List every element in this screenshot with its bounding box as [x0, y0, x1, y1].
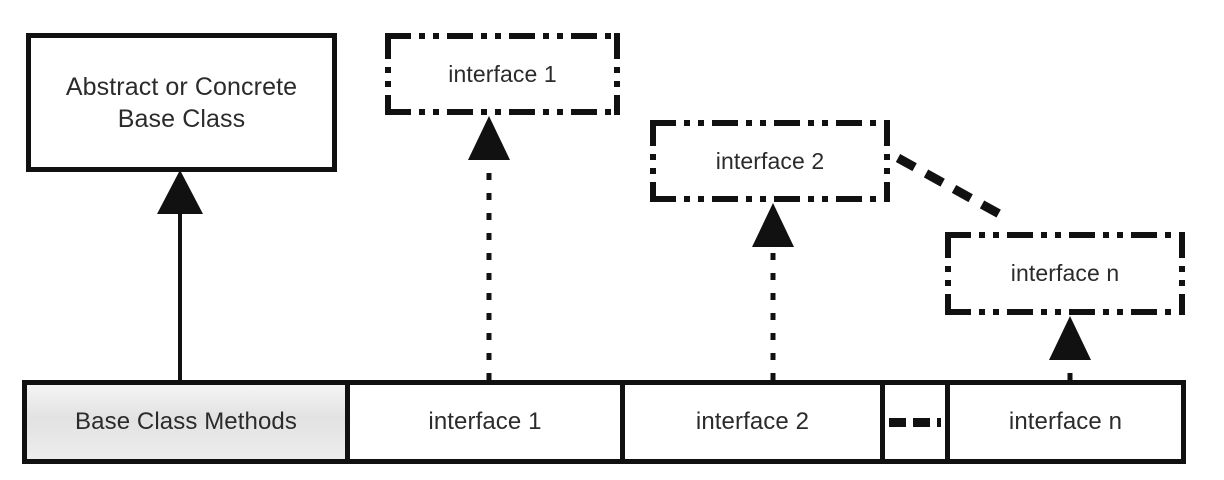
realization-arrow-interface-n — [1049, 316, 1091, 380]
ellipsis-dashes-icon — [889, 417, 941, 427]
impl-cell-interface-n[interactable]: interface n — [950, 385, 1181, 459]
interface-n-label: interface n — [1010, 260, 1120, 286]
base-class-label: Abstract or Concrete Base Class — [66, 71, 297, 135]
dash-dot-border-right — [1179, 232, 1185, 315]
impl-cell-label: Base Class Methods — [75, 408, 297, 435]
dash-dot-border-bottom — [385, 109, 620, 115]
dash-dot-border-top — [650, 120, 890, 126]
base-class-box[interactable]: Abstract or Concrete Base Class — [26, 33, 337, 172]
dash-dot-border-top — [945, 232, 1185, 238]
realization-arrow-interface-2 — [752, 203, 794, 380]
base-class-line-2: Base Class — [117, 104, 246, 133]
dash-dot-border-bottom — [650, 196, 890, 202]
realization-arrow-interface-1 — [468, 116, 510, 380]
interface-2-label: interface 2 — [715, 147, 825, 174]
dash-dot-border-left — [385, 33, 391, 115]
impl-cell-label: interface 1 — [428, 408, 542, 435]
interface-1-box[interactable]: interface 1 — [385, 33, 620, 115]
impl-cell-ellipsis[interactable] — [885, 385, 950, 459]
dash-dot-border-top — [385, 33, 620, 39]
dash-dot-border-left — [650, 120, 656, 202]
impl-cell-interface-2[interactable]: interface 2 — [625, 385, 885, 459]
dash-dot-border-bottom — [945, 309, 1185, 315]
continuation-dashed-line — [895, 154, 1006, 220]
impl-cell-interface-1[interactable]: interface 1 — [350, 385, 625, 459]
interface-1-label: interface 1 — [448, 60, 557, 87]
interface-2-box[interactable]: interface 2 — [650, 120, 890, 202]
dash-dot-border-right — [884, 120, 890, 202]
impl-cell-label: interface 2 — [695, 408, 810, 435]
impl-cell-base-class-methods[interactable]: Base Class Methods — [27, 385, 350, 459]
dash-dot-border-left — [945, 232, 951, 315]
interface-n-box[interactable]: interface n — [945, 232, 1185, 315]
impl-cell-label: interface n — [1008, 408, 1123, 435]
dash-dot-border-right — [614, 33, 620, 115]
base-class-line-1: Abstract or Concrete — [65, 72, 298, 101]
generalization-arrow-base-class — [157, 170, 203, 380]
implementation-bar: Base Class Methods interface 1 interface… — [22, 380, 1186, 464]
